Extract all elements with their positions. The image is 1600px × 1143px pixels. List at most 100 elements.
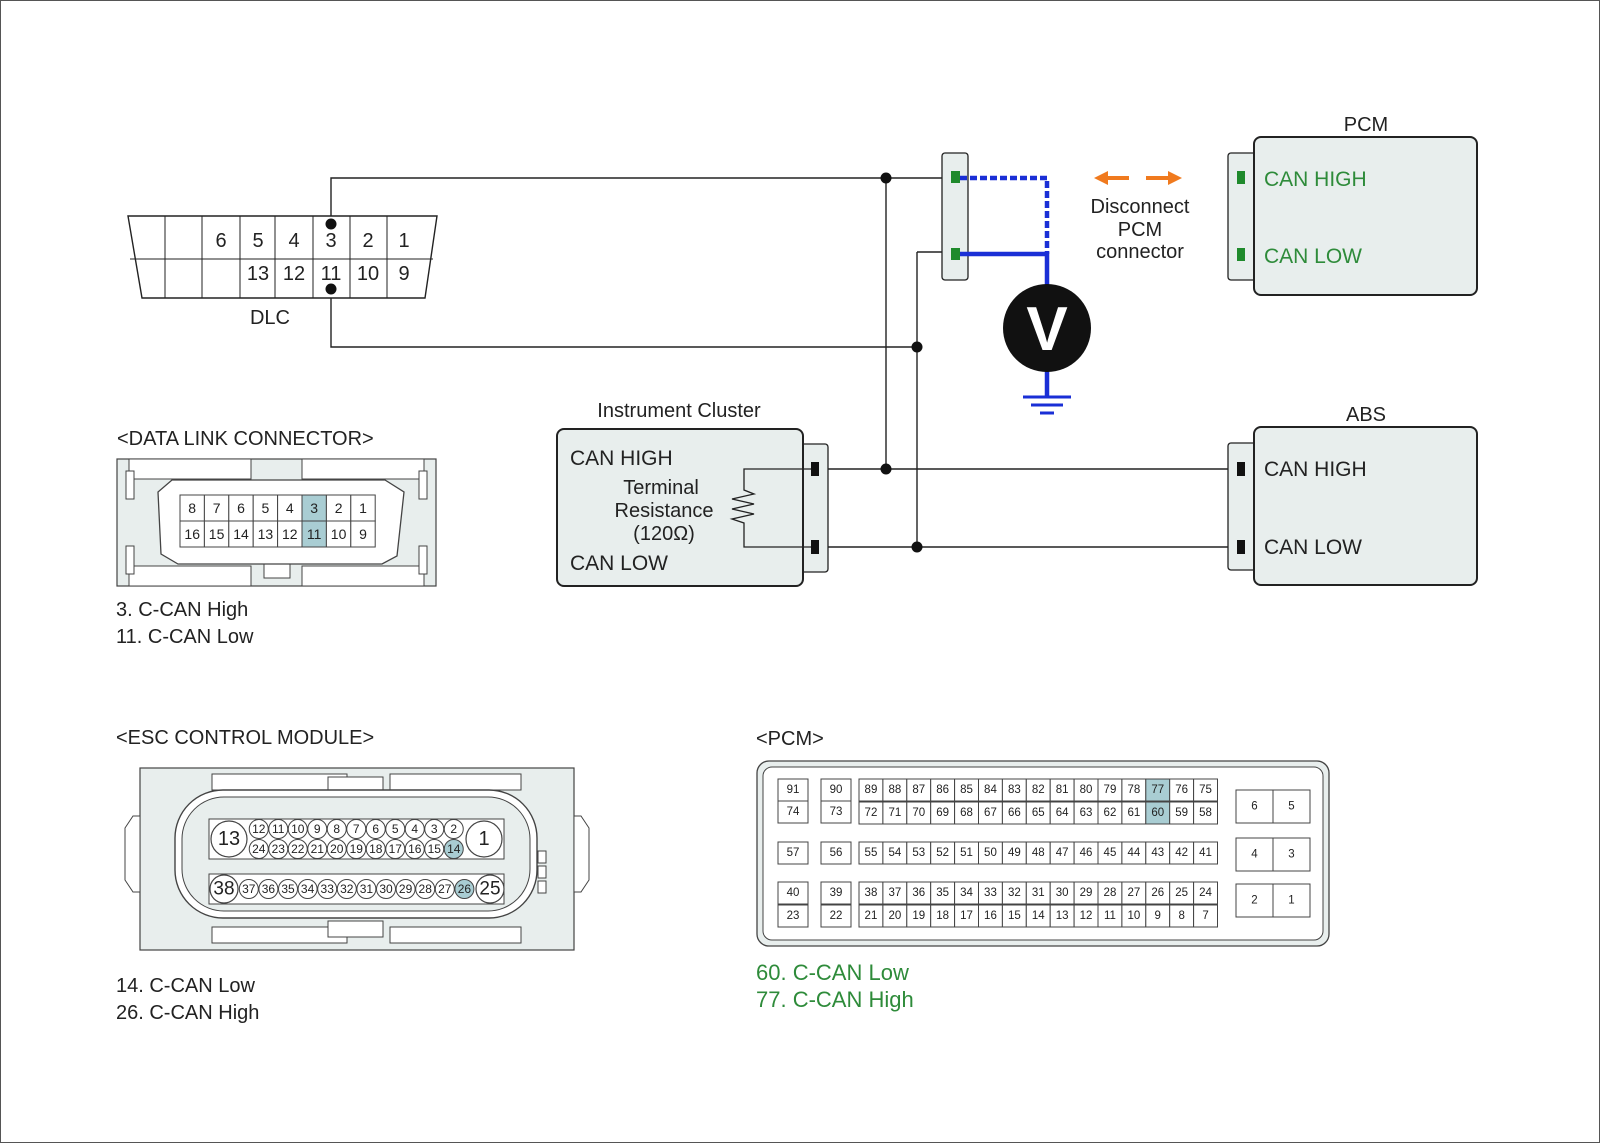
esc-pin-number: 34 <box>301 882 315 896</box>
esc-pin-number: 11 <box>272 822 285 836</box>
junction-dot <box>911 341 923 353</box>
dlc-face-pin-number: 15 <box>209 526 225 542</box>
pcm-pin-number: 84 <box>984 784 997 796</box>
esc-pin <box>356 879 377 899</box>
pin-cell <box>252 520 279 548</box>
pcm-pin-number: 56 <box>830 847 843 859</box>
dlc-outline <box>127 215 438 299</box>
dlc-pin-number: 6 <box>215 230 226 252</box>
esc-pin <box>434 879 455 899</box>
pcm-pin-number: 47 <box>1056 847 1069 859</box>
esc-pin-number: 17 <box>389 842 403 856</box>
esc-pin-number: 28 <box>419 882 433 896</box>
cluster-title: Instrument Cluster <box>597 400 761 422</box>
pcm-pin-number: 55 <box>865 847 878 859</box>
pcm-pin-number: 25 <box>1175 887 1188 899</box>
pcm-pin-number: 73 <box>830 806 843 818</box>
pcm-pin-number: 53 <box>912 847 925 859</box>
esc-pin-number: 27 <box>438 882 452 896</box>
dlc-note-1: 3. C-CAN High <box>116 599 248 621</box>
esc-note-1: 14. C-CAN Low <box>116 975 255 997</box>
pcm-pin-number: 64 <box>1056 807 1069 819</box>
esc-pin-number: 33 <box>321 882 335 896</box>
dlc-face-frame-detail <box>125 458 428 587</box>
pcm-pin-number: 78 <box>1127 784 1140 796</box>
pcm-pin-number: 6 <box>1251 801 1257 813</box>
pcm-title: PCM <box>1344 114 1388 136</box>
pcm-pin-number: 66 <box>1008 807 1021 819</box>
disconnect-line2: PCM <box>1118 219 1162 241</box>
esc-pin-number: 23 <box>272 842 286 856</box>
dlc-face-pin-number: 3 <box>310 500 318 516</box>
pcm-pin-number: 11 <box>1104 910 1116 922</box>
cluster-can-high: CAN HIGH <box>570 447 673 470</box>
pcm-pin-cell <box>1193 904 1218 928</box>
pcm-harness-pin-high <box>951 171 960 183</box>
pcm-pin-number: 23 <box>787 910 800 922</box>
dlc-face-title: <DATA LINK CONNECTOR> <box>117 428 374 450</box>
pcm-pin-number: 35 <box>936 887 949 899</box>
pcm-pin-number: 72 <box>865 807 878 819</box>
pcm-pin-number: 76 <box>1175 784 1188 796</box>
esc-big-pin-number: 13 <box>218 828 240 850</box>
dlc-face-pin-number: 14 <box>233 526 249 542</box>
pcm-pin-number: 28 <box>1104 887 1117 899</box>
pcm-pin-number: 81 <box>1056 784 1069 796</box>
esc-pin-number: 14 <box>447 842 461 856</box>
esc-pin <box>395 879 416 899</box>
pcm-pin-number: 32 <box>1008 887 1021 899</box>
dlc-pin-number: 12 <box>283 263 305 285</box>
dlc-face-pin-number: 2 <box>335 500 343 516</box>
abs-module: ABS CAN HIGH CAN LOW <box>1227 404 1478 586</box>
esc-pin-number: 4 <box>411 822 418 836</box>
esc-pin-number: 2 <box>450 822 457 836</box>
pcm-pin-number: 38 <box>865 887 878 899</box>
esc-pin-number: 3 <box>431 822 438 836</box>
esc-pin <box>443 819 464 839</box>
voltmeter-body <box>1003 284 1091 372</box>
dlc-face-pin-number: 4 <box>286 500 294 516</box>
esc-pin <box>415 879 436 899</box>
esc-big-pin <box>209 874 239 904</box>
esc-pin <box>317 879 338 899</box>
can-low-wire-dlc <box>330 289 917 348</box>
pcm-pin-number: 49 <box>1008 847 1021 859</box>
pcm-body <box>1253 136 1478 296</box>
pcm-pin-number: 17 <box>960 910 973 922</box>
esc-title: <ESC CONTROL MODULE> <box>116 727 374 749</box>
esc-note-2: 26. C-CAN High <box>116 1002 259 1024</box>
can-high-wire-dlc <box>330 177 942 222</box>
pcm-pin-number: 58 <box>1199 807 1212 819</box>
pcm-pin-number: 82 <box>1032 784 1045 796</box>
pcm-pin-number: 61 <box>1127 807 1140 819</box>
pcm-pin-number: 20 <box>888 910 901 922</box>
pcm-pin-number: 40 <box>787 887 800 899</box>
pcm-pin-cell <box>777 904 809 928</box>
pcm-pin-number: 33 <box>984 887 997 899</box>
pcm-pin-high <box>1237 171 1245 184</box>
pcm-harness-connector <box>941 152 969 281</box>
pcm-pin-number: 22 <box>830 910 843 922</box>
cluster-body <box>556 428 804 587</box>
pcm-pin-number: 86 <box>936 784 949 796</box>
pcm-pin-number: 87 <box>912 784 925 796</box>
pcm-pin-number: 21 <box>865 910 878 922</box>
pcm-pin-number: 27 <box>1127 887 1140 899</box>
junction-dot <box>880 463 892 475</box>
pcm-pin-number: 30 <box>1056 887 1069 899</box>
dlc-face-pin-number: 8 <box>188 500 196 516</box>
pcm-pin-number: 65 <box>1032 807 1045 819</box>
pcm-pin-cell <box>820 904 852 928</box>
pcm-pin-number: 70 <box>912 807 925 819</box>
pin-cell <box>301 520 327 548</box>
esc-big-pin <box>475 874 505 904</box>
pcm-pin-number: 57 <box>787 847 800 859</box>
meter-probe-high <box>960 175 1050 254</box>
pcm-pin-number: 13 <box>1056 910 1069 922</box>
voltmeter-symbol: V <box>1026 295 1067 364</box>
pcm-pin-number: 77 <box>1151 784 1164 796</box>
pcm-pin-number: 68 <box>960 807 973 819</box>
